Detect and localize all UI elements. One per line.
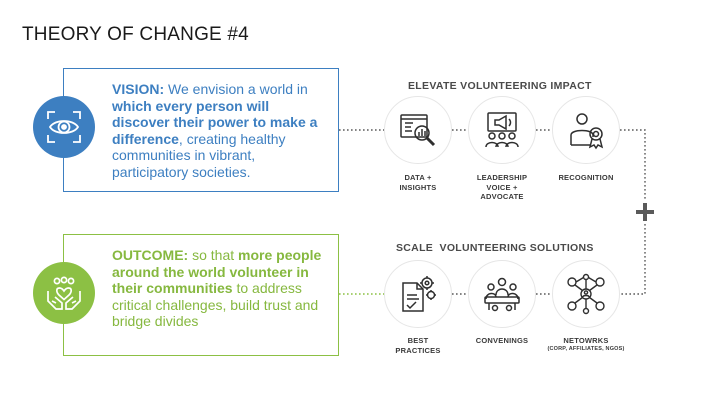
leadership-voice-pillar <box>468 96 536 164</box>
elevate-section-title: ELEVATE VOLUNTEERING IMPACT <box>408 80 592 92</box>
outcome-lead: OUTCOME: <box>112 247 189 263</box>
scale-section-title: SCALE VOLUNTEERING SOLUTIONS <box>396 242 594 254</box>
networks-pillar <box>552 260 620 328</box>
hands-heart-people-icon <box>33 262 95 324</box>
data-insights-label-line2: INSIGHTS <box>399 182 437 192</box>
plus-icon <box>636 203 654 221</box>
best-practices-label-line1: BEST <box>407 336 429 345</box>
document-gears-icon <box>402 276 436 312</box>
vision-text-2: , creating healthy communities in vibran… <box>112 130 286 180</box>
data-magnifier-icon <box>400 114 436 147</box>
best-practices-label-line2: PRACTICES <box>395 345 441 355</box>
best-practices-label: BEST PRACTICES <box>373 336 463 355</box>
outcome-text-1: so that <box>188 247 239 263</box>
leadership-label-line2: VOICE + <box>486 182 518 192</box>
networks-label: NETOWRKS (CORP, AFFILIATES, NGOS) <box>541 336 631 353</box>
vision-box: VISION: We envision a world in which eve… <box>63 68 339 192</box>
outcome-box: OUTCOME: so that more people around the … <box>63 234 339 356</box>
data-insights-pillar <box>384 96 452 164</box>
convenings-label: CONVENINGS <box>457 336 547 346</box>
vision-text-1: We envision a world in <box>164 81 308 97</box>
elevate-to-plus-connector <box>620 129 646 200</box>
outcome-text: OUTCOME: so that more people around the … <box>112 247 330 330</box>
networks-label-sub: (CORP, AFFILIATES, NGOS) <box>547 345 625 352</box>
leadership-label: LEADERSHIP VOICE + ADVOCATE <box>457 173 547 202</box>
megaphone-audience-icon <box>485 112 519 148</box>
vision-lead: VISION: <box>112 81 165 97</box>
networks-label-line1: NETOWRKS <box>563 336 609 345</box>
vision-text: VISION: We envision a world in which eve… <box>112 81 330 180</box>
plus-to-scale-connector <box>620 224 646 295</box>
convenings-label-line1: CONVENINGS <box>475 336 529 345</box>
outcome-bold: more people around the world volunteer i… <box>112 247 322 296</box>
vision-bold: which every person will discover their p… <box>112 97 318 147</box>
eye-target-icon <box>33 96 95 158</box>
data-insights-label: DATA + INSIGHTS <box>373 173 463 192</box>
best-practices-pillar <box>384 260 452 328</box>
recognition-label-line1: RECOGNITION <box>558 173 614 182</box>
slide-title: THEORY OF CHANGE #4 <box>22 24 249 45</box>
leadership-label-line1: LEADERSHIP <box>476 173 528 182</box>
convenings-pillar <box>468 260 536 328</box>
outcome-text-2: to address critical challenges, build tr… <box>112 280 319 329</box>
leadership-label-line3: ADVOCATE <box>480 192 524 201</box>
recognition-pillar <box>552 96 620 164</box>
recognition-label: RECOGNITION <box>541 173 631 183</box>
data-insights-label-line1: DATA + <box>404 173 432 182</box>
person-award-icon <box>570 113 604 150</box>
meeting-table-icon <box>484 277 520 312</box>
network-people-icon <box>567 273 605 315</box>
